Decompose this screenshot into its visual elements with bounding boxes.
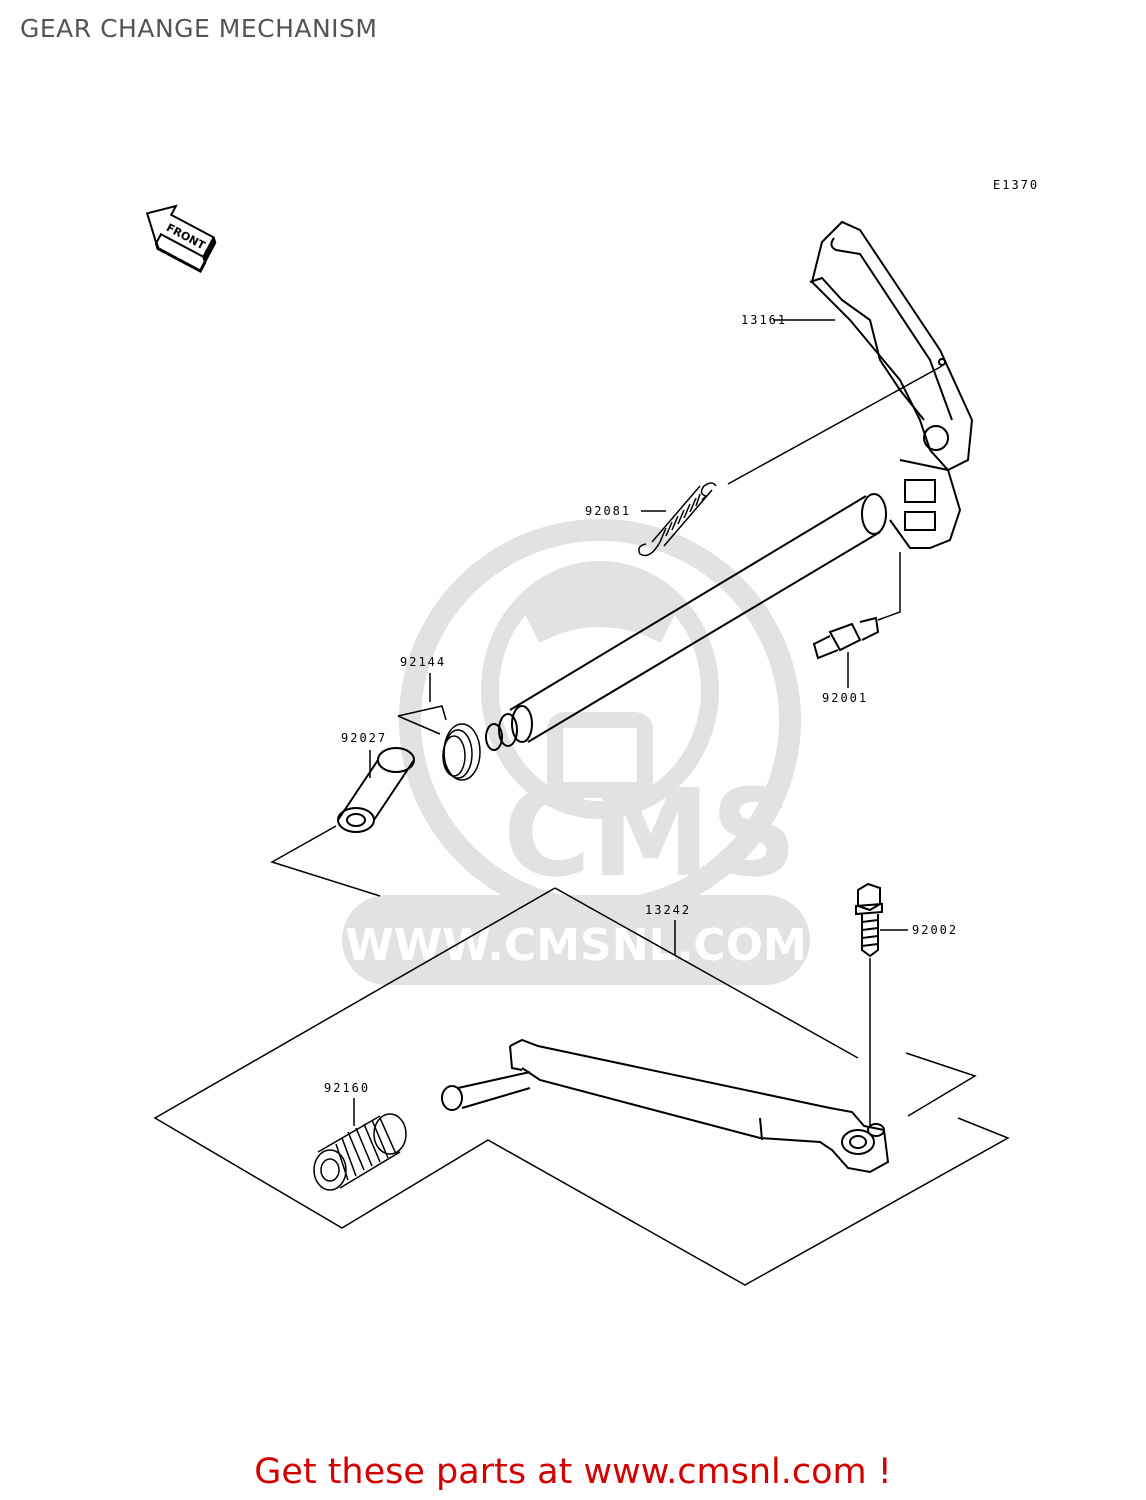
assembly-outline [153, 825, 1010, 1286]
part-label-92002: 92002 [912, 923, 958, 937]
cms-watermark: CMS [342, 519, 810, 985]
part-label-92027: 92027 [341, 731, 387, 745]
watermark-brand: CMS [503, 765, 797, 904]
front-arrow-icon: FRONT [145, 204, 217, 274]
part-92002-bolt-drawing [855, 882, 883, 958]
part-label-92144: 92144 [400, 655, 446, 669]
part-label-92160: 92160 [324, 1081, 370, 1095]
diagram-code: E1370 [993, 178, 1039, 192]
part-92081-spring-drawing [638, 482, 717, 557]
part-13161-drawing [809, 220, 974, 549]
part-92027-collar-drawing [337, 747, 415, 833]
part-92144-spring-drawing [397, 705, 481, 781]
part-13242-pedal-drawing [441, 1038, 890, 1174]
watermark-url: WWW.CMSNL.COM [345, 920, 807, 971]
part-92001-stud-drawing [812, 616, 880, 660]
part-label-13242: 13242 [645, 903, 691, 917]
part-label-92001: 92001 [822, 691, 868, 705]
part-92160-rubber-drawing [313, 1113, 407, 1191]
part-label-92081: 92081 [585, 504, 631, 518]
part-label-13161: 13161 [741, 313, 787, 327]
shift-shaft-drawing [485, 493, 887, 751]
footer-link[interactable]: Get these parts at www.cmsnl.com ! [254, 1452, 892, 1492]
page-title: GEAR CHANGE MECHANISM [20, 14, 378, 43]
